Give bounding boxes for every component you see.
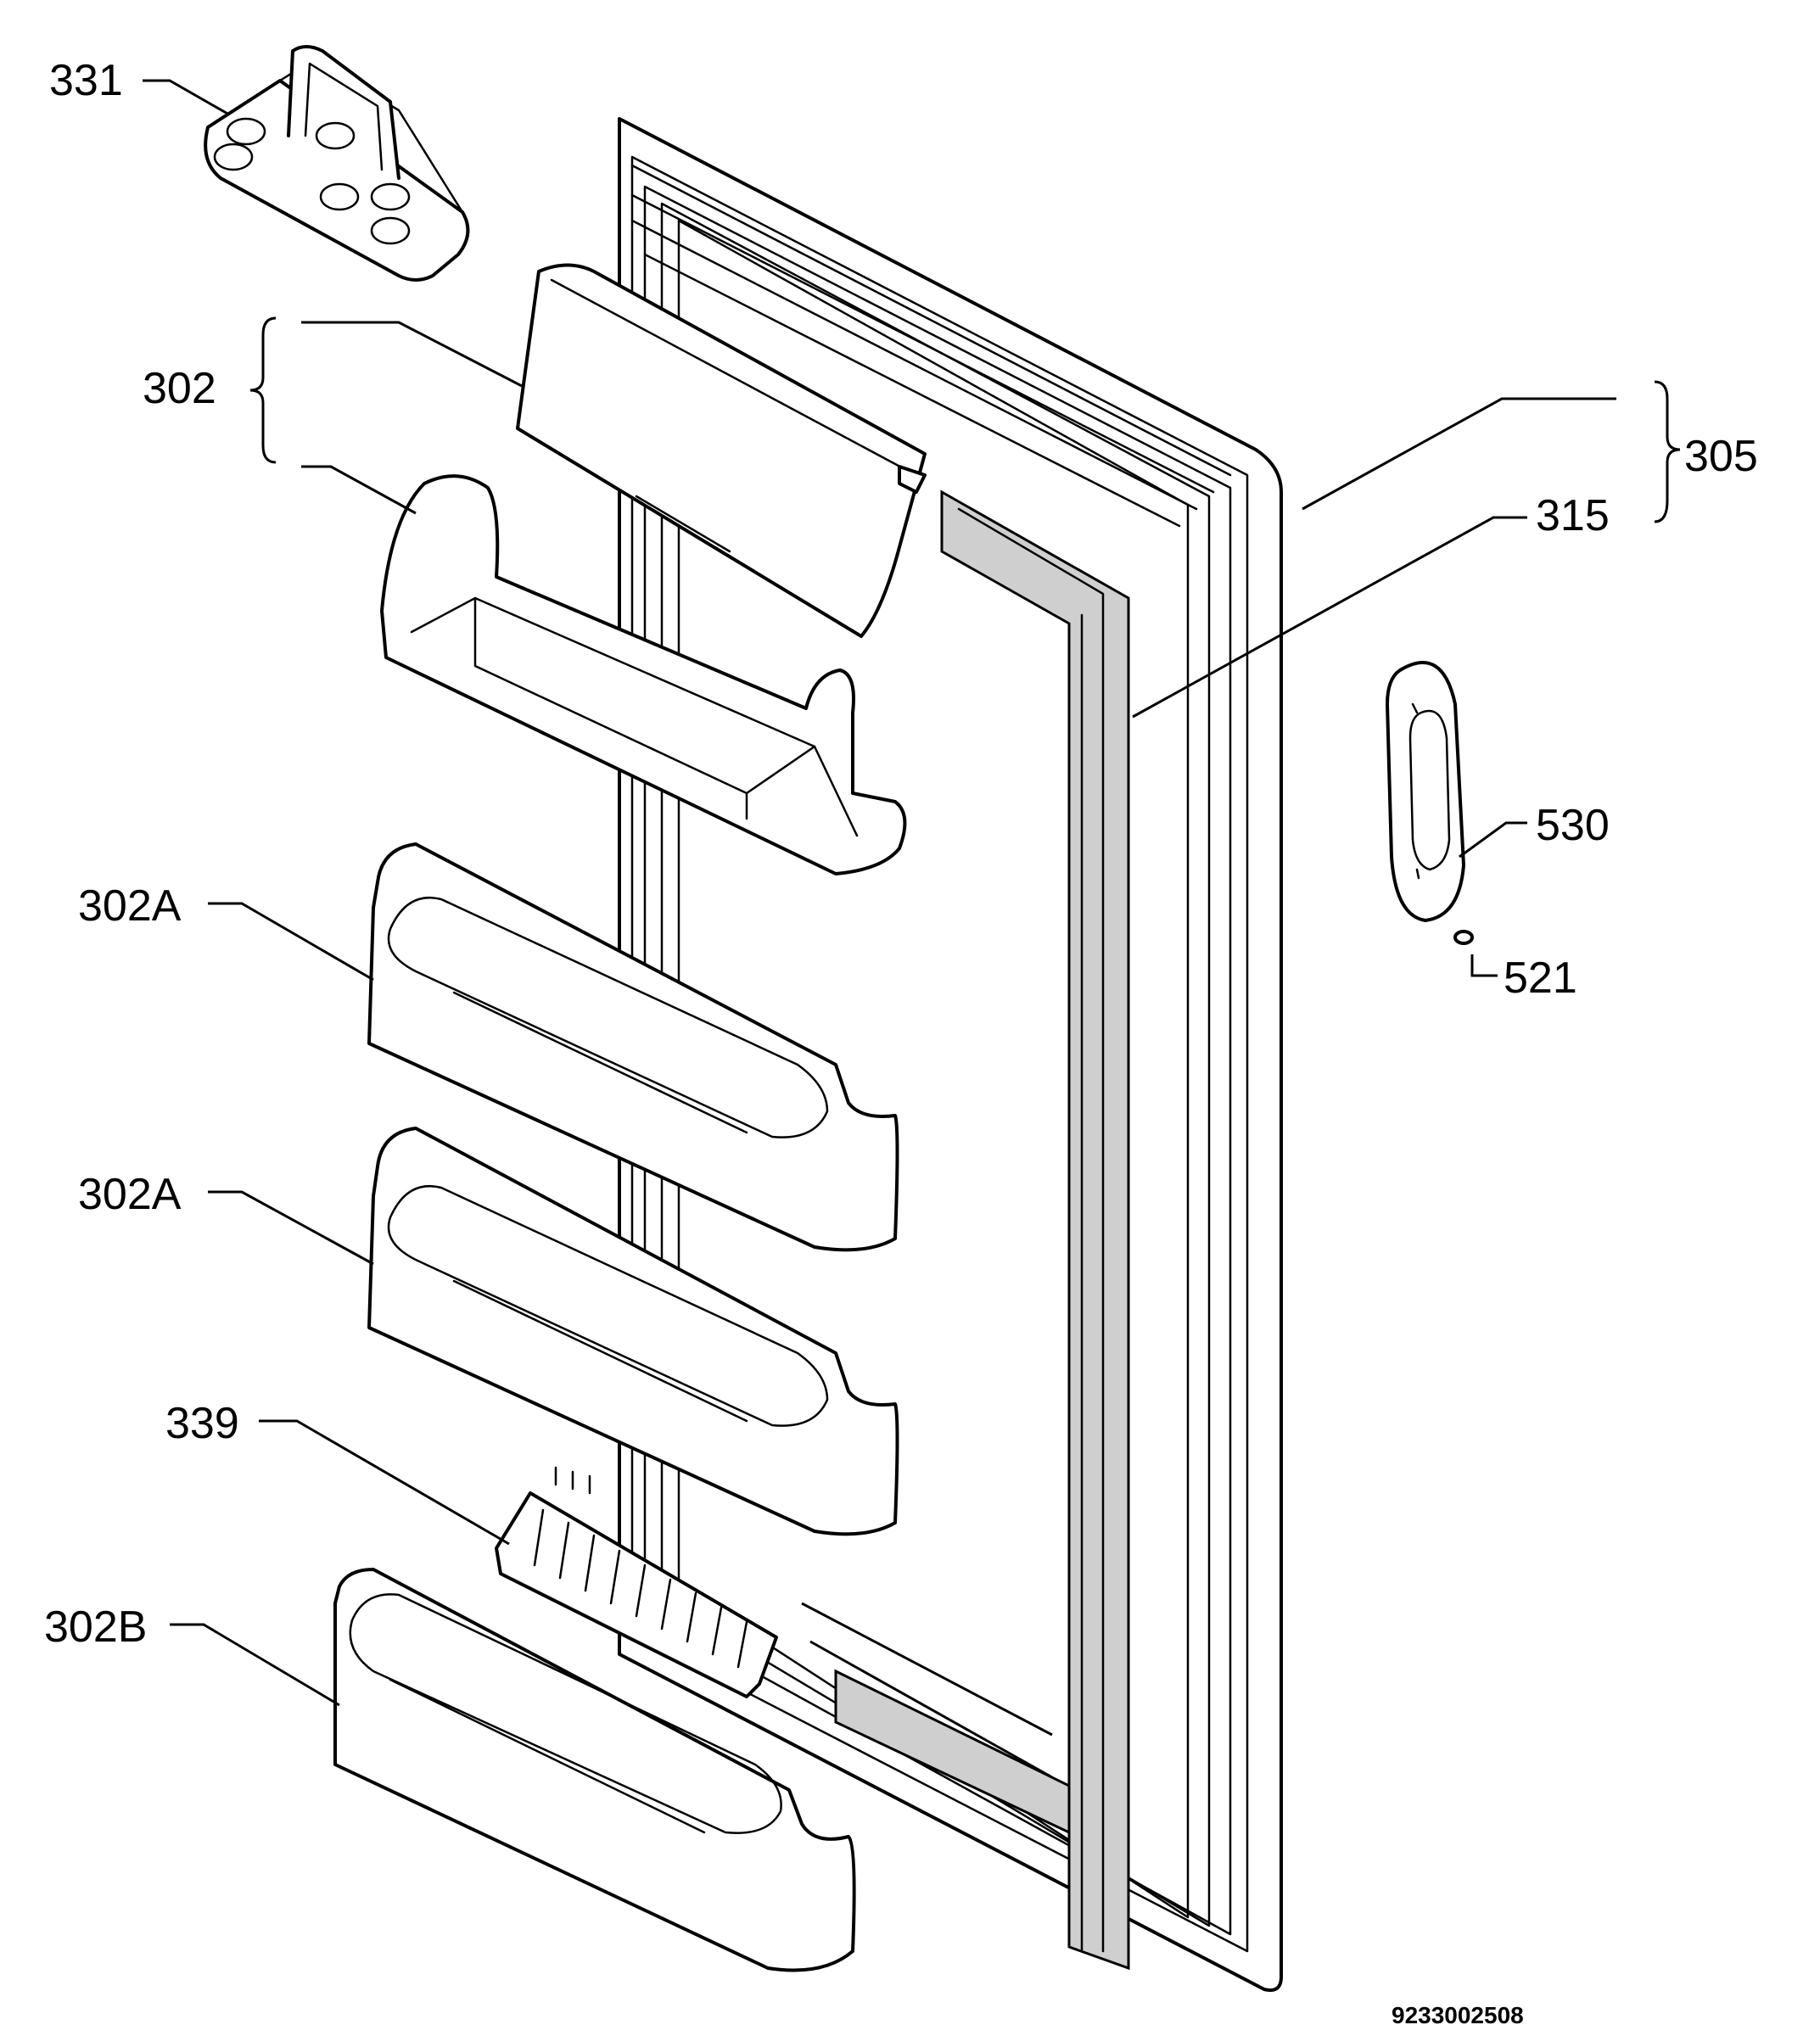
label-302: 302 [143,364,216,413]
label-530: 530 [1536,801,1610,850]
door-shelf-a-2 [367,1127,899,1536]
label-521: 521 [1504,954,1577,1003]
dairy-tray [380,474,907,875]
label-305: 305 [1684,432,1758,481]
label-339: 339 [165,1399,239,1448]
door-gasket [834,489,1130,1971]
egg-tray [204,45,470,282]
label-302a-1: 302A [78,881,182,931]
leader-lines [143,79,1681,1779]
dairy-compartment-lid [516,263,927,638]
bottle-retainer [495,1466,778,1698]
label-315: 315 [1536,491,1610,540]
handle-cover [1386,661,1465,922]
label-302b: 302B [44,1603,147,1652]
door-shelf-b [333,1568,856,1972]
door-shelf-a-1 [367,842,899,1252]
drawing-code: 9233002508 [1392,2002,1524,2028]
plug-521 [1453,930,1474,945]
label-302a-2: 302A [78,1170,182,1219]
label-331: 331 [49,56,123,105]
